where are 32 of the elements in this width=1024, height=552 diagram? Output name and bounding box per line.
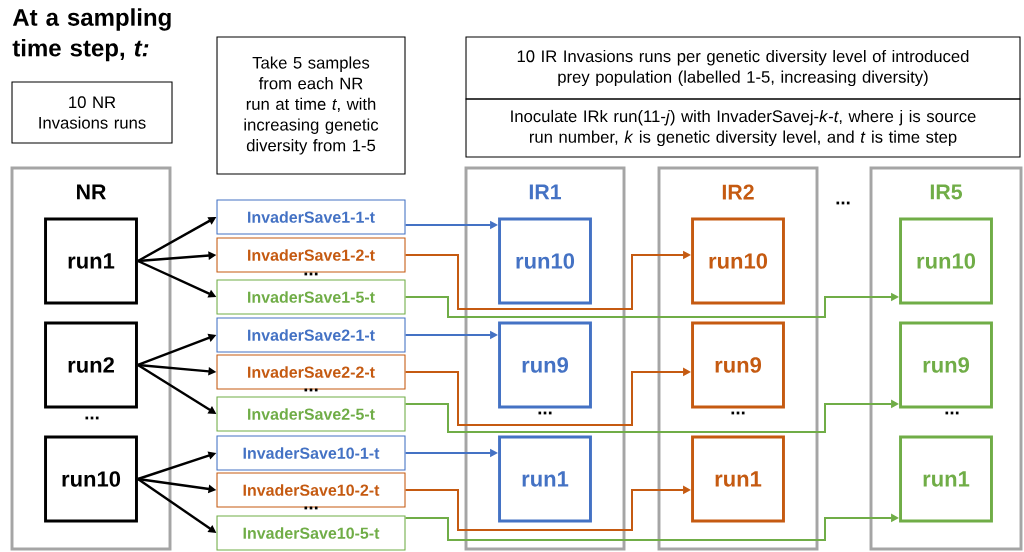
title: At a sampling time step, t: xyxy=(12,8,171,62)
run-box: run1 xyxy=(44,217,138,305)
run-box: run1 xyxy=(498,435,592,523)
run-box: run9 xyxy=(899,321,993,409)
ellipsis: ... xyxy=(85,416,99,420)
note-box: Inoculate IRk run(11-j) with InvaderSavej-k-t, where j is source run number, k is genetic diversity level, and t is time step xyxy=(465,98,1021,158)
run-box: run1 xyxy=(691,435,785,523)
sample-box: InvaderSave1-5-t xyxy=(216,279,406,315)
run-box: run1 xyxy=(899,435,993,523)
run-box: run2 xyxy=(44,321,138,409)
sample-box: InvaderSave1-2-t xyxy=(216,237,406,273)
run-box: run10 xyxy=(44,435,138,523)
ellipsis: ... xyxy=(304,388,318,392)
ellipsis: ... xyxy=(304,506,318,510)
run-box: run10 xyxy=(691,217,785,305)
ellipsis: ... xyxy=(538,411,552,415)
ellipsis: ... xyxy=(945,411,959,415)
sample-box: InvaderSave10-1-t xyxy=(216,435,406,471)
run-box: run10 xyxy=(899,217,993,305)
ellipsis: ... xyxy=(304,272,318,276)
sample-box: InvaderSave1-1-t xyxy=(216,199,406,235)
note-box: 10 NR Invasions runs xyxy=(11,81,173,144)
ellipsis: ... xyxy=(731,411,745,415)
ellipsis: ... xyxy=(836,201,850,205)
sample-box: InvaderSave10-5-t xyxy=(216,515,406,551)
run-box: run10 xyxy=(498,217,592,305)
sample-box: InvaderSave2-1-t xyxy=(216,317,406,353)
note-box: 10 IR Invasions runs per genetic diversity level of introduced prey population (labelled 1-5, increasing diversity) xyxy=(465,36,1021,100)
sample-box: InvaderSave2-5-t xyxy=(216,396,406,432)
note-box: Take 5 samples from each NR run at time t, with increasing genetic diversity from 1-5 xyxy=(216,36,406,175)
run-box: run9 xyxy=(498,321,592,409)
run-box: run9 xyxy=(691,321,785,409)
